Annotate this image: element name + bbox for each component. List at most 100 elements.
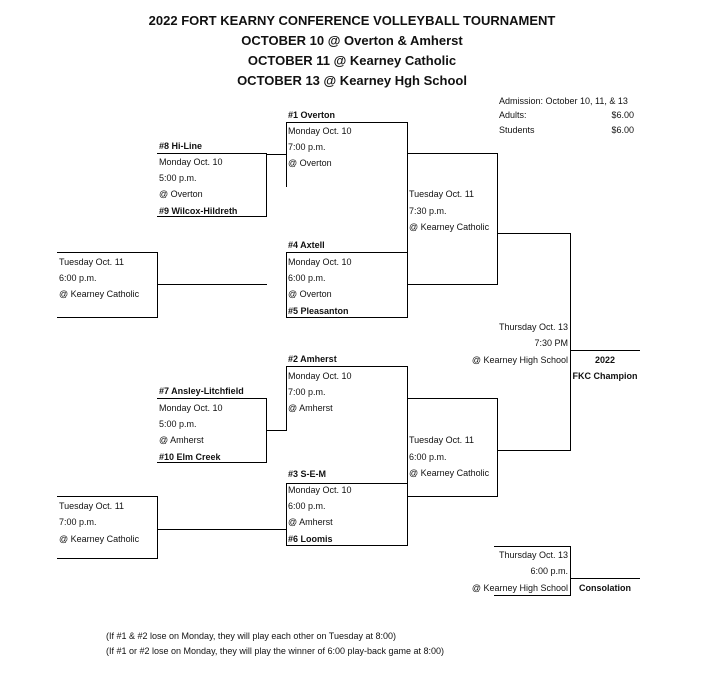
line-g3-top (286, 483, 408, 484)
line-semi2-top (407, 398, 498, 399)
g4-site: @ Overton (288, 289, 332, 299)
pb1-time: 6:00 p.m. (59, 273, 97, 283)
g2-day: Monday Oct. 10 (288, 371, 352, 381)
line-pb2-top (57, 496, 158, 497)
team-1-overton: #1 Overton (288, 110, 336, 120)
final-site: @ Kearney High School (471, 355, 568, 365)
team-6-loomis: #6 Loomis (288, 534, 333, 544)
semi2-time: 6:00 p.m. (409, 452, 447, 462)
line-g3-bottom (286, 545, 408, 546)
line-g1-g4-connector (407, 122, 408, 253)
line-g3-to-semi2 (407, 496, 498, 497)
tournament-title: 2022 FORT KEARNY CONFERENCE VOLLEYBALL T… (148, 13, 556, 28)
line-g1-bottom (286, 186, 287, 187)
g1-time: 7:00 p.m. (288, 142, 326, 152)
team-2-amherst: #2 Amherst (288, 354, 337, 364)
pb1-site: @ Kearney Catholic (59, 289, 140, 299)
team-10-elm-creek: #10 Elm Creek (159, 452, 221, 462)
line-pb1-top (57, 252, 158, 253)
line-g4-right (407, 252, 408, 318)
footnote-1: (If #1 & #2 lose on Monday, they will pl… (106, 631, 397, 641)
g3-day: Monday Oct. 10 (288, 485, 352, 495)
consolation-site: @ Kearney High School (471, 583, 568, 593)
g2-site: @ Amherst (288, 403, 333, 413)
g7-site: @ Amherst (159, 435, 204, 445)
line-g3-right (407, 483, 408, 546)
line-g2-left (286, 366, 287, 431)
g2-time: 7:00 p.m. (288, 387, 326, 397)
students-label: Students (499, 125, 535, 135)
g3-time: 6:00 p.m. (288, 501, 326, 511)
g1-site: @ Overton (288, 158, 332, 168)
g8-day: Monday Oct. 10 (159, 157, 223, 167)
g7-day: Monday Oct. 10 (159, 403, 223, 413)
team-4-axtell: #4 Axtell (288, 240, 325, 250)
line-g8-right (266, 153, 267, 217)
admission-label: Admission: October 10, 11, & 13 (499, 96, 628, 106)
line-pb1-bottom (57, 317, 158, 318)
g7-time: 5:00 p.m. (159, 419, 197, 429)
consolation-label: Consolation (579, 583, 631, 593)
line-g7-top (157, 398, 267, 399)
pb2-site: @ Kearney Catholic (59, 534, 140, 544)
line-champion (570, 350, 640, 351)
g8-site: @ Overton (159, 189, 203, 199)
line-consolation-top (494, 546, 571, 547)
g3-site: @ Amherst (288, 517, 333, 527)
consolation-time: 6:00 p.m. (530, 566, 568, 576)
consolation-day: Thursday Oct. 13 (498, 550, 568, 560)
line-g3-left (286, 483, 287, 546)
line-pb2-right (157, 496, 158, 559)
line-final-vertical (570, 233, 571, 451)
footnote-2: (If #1 or #2 lose on Monday, they will p… (106, 646, 445, 656)
line-pb2-bottom (57, 558, 158, 559)
line-semi2-to-final (497, 450, 571, 451)
line-consolation-right (570, 546, 571, 596)
line-g4-top (286, 252, 408, 253)
pb1-day: Tuesday Oct. 11 (59, 257, 125, 267)
line-pb2-winner (157, 529, 287, 530)
line-pb1-winner (157, 284, 267, 285)
line-g8-to-g1 (266, 154, 287, 155)
line-g2-g3-connector (407, 366, 408, 484)
semi1-site: @ Kearney Catholic (409, 222, 490, 232)
line-semi1-top (407, 153, 498, 154)
semi1-day: Tuesday Oct. 11 (409, 189, 475, 199)
adults-price: $6.00 (611, 110, 634, 120)
final-day: Thursday Oct. 13 (498, 322, 568, 332)
g4-day: Monday Oct. 10 (288, 257, 352, 267)
pb2-day: Tuesday Oct. 11 (59, 501, 125, 511)
team-3-s-e-m: #3 S-E-M (288, 469, 327, 479)
line-g1-top (286, 122, 408, 123)
team-9-wilcox-hildreth: #9 Wilcox-Hildreth (159, 206, 238, 216)
date-line-october-13: OCTOBER 13 @ Kearney Hgh School (237, 73, 467, 88)
line-semi1-to-final (497, 233, 571, 234)
champion-year: 2022 (594, 355, 616, 365)
line-consolation-bottom (494, 595, 571, 596)
champion-label: FKC Champion (572, 371, 638, 381)
line-g8-bottom (157, 216, 267, 217)
line-consolation-winner (570, 578, 640, 579)
team-5-pleasanton: #5 Pleasanton (288, 306, 349, 316)
line-g4-left (286, 252, 287, 318)
g4-time: 6:00 p.m. (288, 273, 326, 283)
line-g4-to-semi1 (407, 284, 498, 285)
semi1-time: 7:30 p.m. (409, 206, 447, 216)
line-g7-to-g2 (266, 430, 287, 431)
students-price: $6.00 (611, 125, 634, 135)
line-g7-bottom (157, 462, 267, 463)
line-g4-bottom (286, 317, 408, 318)
team-7-ansley-litchfield: #7 Ansley-Litchfield (159, 386, 244, 396)
g1-day: Monday Oct. 10 (288, 126, 352, 136)
semi2-day: Tuesday Oct. 11 (409, 435, 475, 445)
pb2-time: 7:00 p.m. (59, 517, 97, 527)
line-g8-top (157, 153, 267, 154)
final-time: 7:30 PM (534, 338, 568, 348)
adults-label: Adults: (499, 110, 527, 120)
line-g7-right (266, 398, 267, 463)
line-semi1-right (497, 153, 498, 284)
line-g2-top (286, 366, 408, 367)
team-8-hi-line: #8 Hi-Line (159, 141, 203, 151)
line-semi2-right (497, 398, 498, 497)
semi2-site: @ Kearney Catholic (409, 468, 490, 478)
